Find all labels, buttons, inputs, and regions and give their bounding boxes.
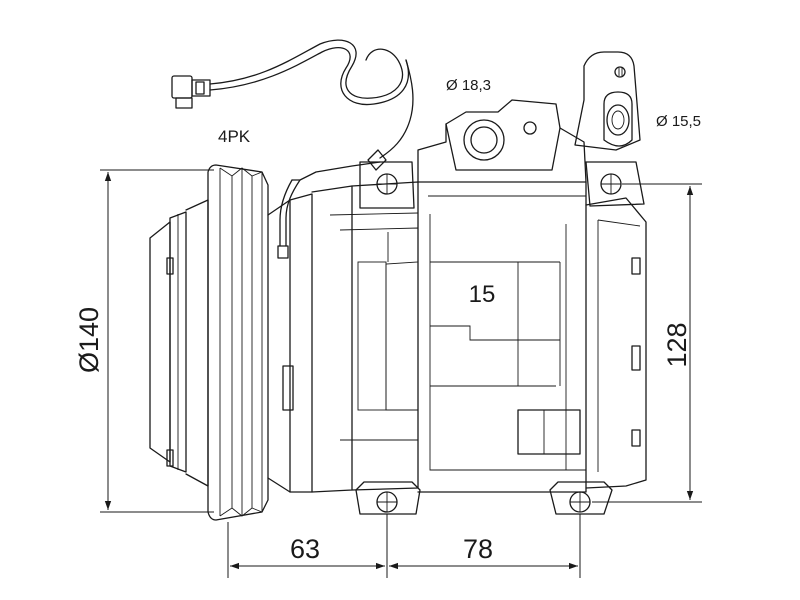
pulley xyxy=(185,164,269,521)
dimension-diameter xyxy=(100,169,214,513)
label-port-suction: Ø 18,3 xyxy=(446,77,491,94)
mount-lug-top-left xyxy=(359,161,415,209)
compressor-body xyxy=(311,181,647,493)
mount-lug-bottom-left xyxy=(355,481,421,515)
clutch-hub xyxy=(149,211,187,473)
dimension-widths xyxy=(227,514,581,578)
top-manifold xyxy=(417,99,587,183)
connector-plug xyxy=(171,75,211,109)
label-width-rear: 78 xyxy=(463,534,493,564)
wire-harness xyxy=(171,39,414,259)
dimension-height xyxy=(592,183,702,503)
label-width-front: 63 xyxy=(290,534,320,564)
discharge-port xyxy=(574,51,641,151)
label-height-mount: 128 xyxy=(662,322,692,367)
mount-lug-bottom-right xyxy=(549,481,613,515)
label-diameter-pulley: Ø140 xyxy=(74,307,104,373)
label-port-discharge: Ø 15,5 xyxy=(656,113,701,130)
label-part-mark: 15 xyxy=(469,281,496,308)
mount-lug-top-right xyxy=(585,161,645,207)
label-pulley-grooves: 4PK xyxy=(218,127,251,146)
front-cover xyxy=(267,193,313,493)
